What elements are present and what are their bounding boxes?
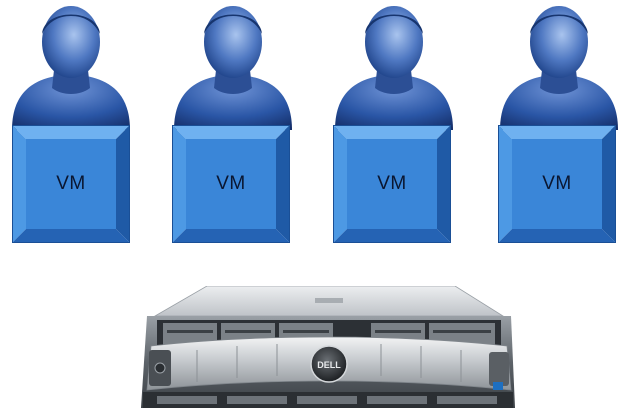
server-logo-text: DELL <box>317 360 341 370</box>
vm-label: VM <box>56 173 86 194</box>
vm-box: VM <box>498 125 616 243</box>
user-icon <box>166 0 300 130</box>
vm-box: VM <box>172 125 290 243</box>
rack-server: DELL <box>137 286 519 408</box>
user-icon <box>492 0 626 130</box>
vm-label: VM <box>542 173 572 194</box>
vm-box: VM <box>12 125 130 243</box>
user-icon <box>4 0 138 130</box>
vm-label: VM <box>216 173 246 194</box>
vm-box: VM <box>333 125 451 243</box>
vm-label: VM <box>377 173 407 194</box>
user-icon <box>327 0 461 130</box>
